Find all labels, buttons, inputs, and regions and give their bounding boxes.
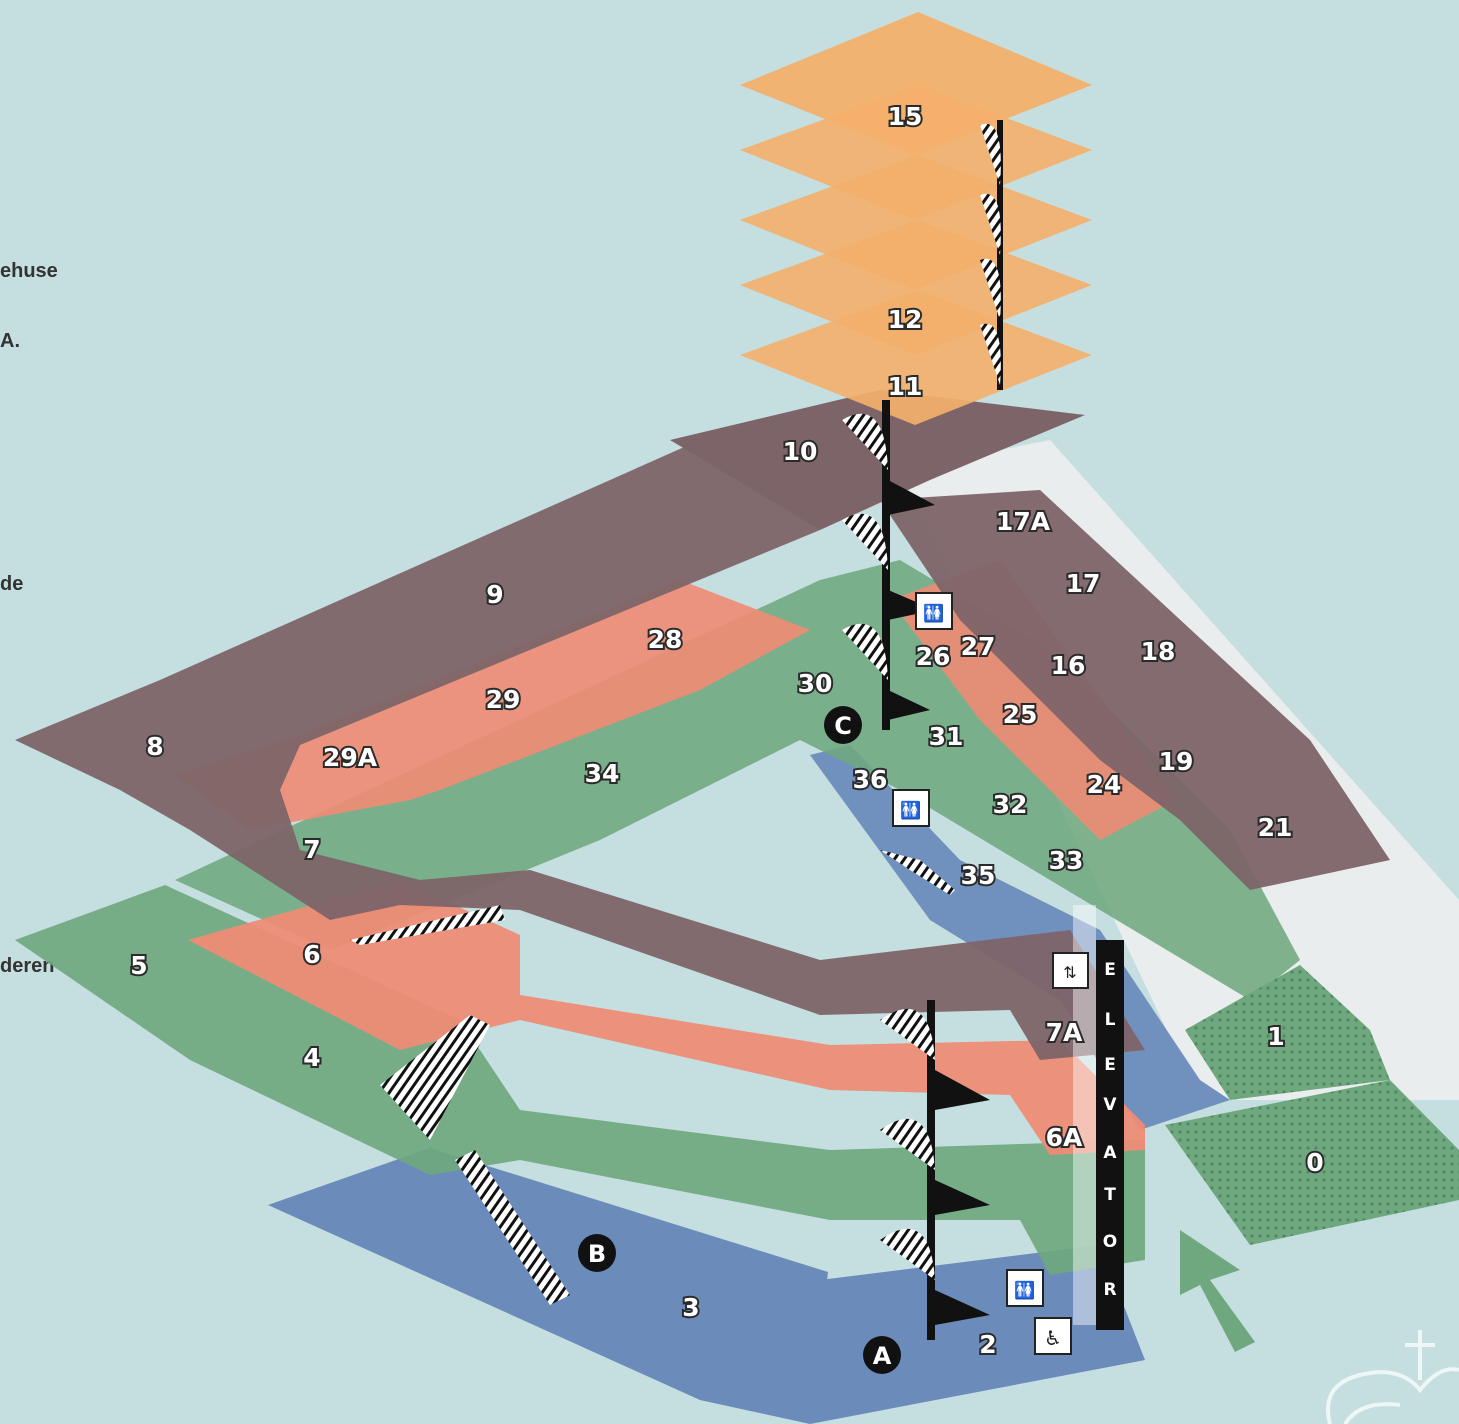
elevator-letter-5: A [1103,1143,1117,1163]
marker-a: A [863,1336,901,1374]
room-label-7[interactable]: 7 [301,833,322,866]
side-label-1: ehuse [0,260,58,282]
elevator-letter-1: E [1104,960,1116,980]
room-label-31[interactable]: 31 [927,720,966,753]
room-label-28[interactable]: 28 [646,623,685,656]
room-label-16[interactable]: 16 [1049,649,1088,682]
room-label-19[interactable]: 19 [1157,745,1196,778]
room-labels: 15 12 11 10 17A 17 9 28 18 27 26 16 30 2… [128,100,1325,1361]
room-label-18[interactable]: 18 [1139,635,1178,668]
room-label-30[interactable]: 30 [796,667,835,700]
room-label-35[interactable]: 35 [959,859,998,892]
room-label-17[interactable]: 17 [1064,567,1103,600]
room-label-33[interactable]: 33 [1047,844,1086,877]
side-label-4: deren [0,955,55,977]
elevator-letter-8: R [1103,1280,1116,1300]
room-label-11[interactable]: 11 [886,370,925,403]
room-label-8[interactable]: 8 [144,730,165,763]
room-label-3[interactable]: 3 [680,1291,701,1324]
room-label-21[interactable]: 21 [1256,811,1295,844]
svg-text:♿: ♿ [1044,1326,1062,1350]
wheelchair-icon: ♿ [1034,1317,1072,1355]
svg-text:🚻: 🚻 [1014,1280,1035,1301]
room-label-7a[interactable]: 7A [1044,1016,1085,1049]
marker-c: C [824,706,862,744]
room-label-15[interactable]: 15 [886,100,925,133]
svg-text:B: B [588,1240,606,1268]
svg-text:🚻: 🚻 [900,800,921,821]
room-label-25[interactable]: 25 [1001,698,1040,731]
room-label-2[interactable]: 2 [977,1328,998,1361]
room-label-36[interactable]: 36 [851,763,890,796]
side-label-2: A. [0,330,20,352]
elevator-letter-4: V [1103,1095,1117,1115]
svg-text:🚻: 🚻 [923,603,944,624]
elevator-letter-2: L [1105,1010,1116,1030]
room-label-26[interactable]: 26 [914,640,953,673]
room-label-29a[interactable]: 29A [321,741,380,774]
svg-text:C: C [834,712,852,740]
room-label-0[interactable]: 0 [1304,1146,1325,1179]
room-label-29[interactable]: 29 [484,683,523,716]
room-label-4[interactable]: 4 [301,1041,322,1074]
elevator-letter-3: E [1104,1055,1116,1075]
room-label-6[interactable]: 6 [301,938,322,971]
svg-text:A: A [873,1342,892,1370]
room-label-24[interactable]: 24 [1085,768,1124,801]
level-salmon [175,560,1175,1155]
room-label-6a[interactable]: 6A [1044,1121,1085,1154]
stairs-icon [350,850,955,1305]
room-label-17a[interactable]: 17A [994,505,1053,538]
elevator-shaft: E L E V A T O R [1073,905,1124,1330]
entrance-arrow-icon [1180,1230,1255,1352]
level-purple [15,390,1390,1060]
room-label-34[interactable]: 34 [583,757,622,790]
room-label-5[interactable]: 5 [128,949,149,982]
room-label-1[interactable]: 1 [1265,1020,1286,1053]
toilet-icon: 🚻 [915,592,953,630]
room-label-32[interactable]: 32 [991,788,1030,821]
room-label-9[interactable]: 9 [484,578,505,611]
toilet-icon: 🚻 [892,789,930,827]
elevator-letter-7: O [1103,1232,1117,1252]
level-orange-tower [740,12,1092,425]
room-label-12[interactable]: 12 [886,303,925,336]
elevator-letter-6: T [1104,1185,1116,1205]
room-label-27[interactable]: 27 [959,630,998,663]
elevator-icon: ⇅ [1052,952,1089,989]
marker-b: B [578,1234,616,1272]
toilet-icon: 🚻 [1006,1269,1044,1307]
crown-logo-icon [1326,1330,1459,1424]
room-label-10[interactable]: 10 [781,435,820,468]
spiral-staircase-icon [842,120,1003,1340]
svg-text:⇅: ⇅ [1063,963,1076,982]
side-label-3: de [0,573,24,595]
